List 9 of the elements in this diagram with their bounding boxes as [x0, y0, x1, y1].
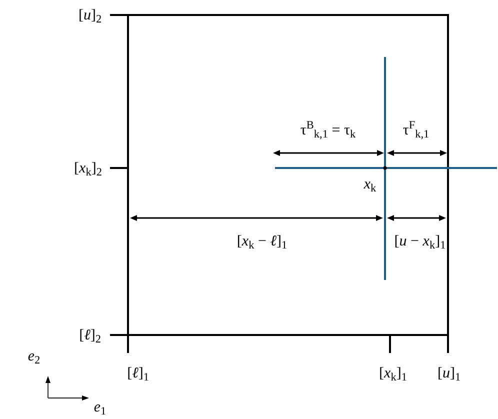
tick-label: [x$_{k}$]$_{1}$ [378, 366, 408, 382]
tick-label: [x$_{k}$]$_{2}$ [73, 162, 103, 176]
tick-label: [u]$_{1}$ [436, 366, 462, 382]
dimension-label: [u − x$_{k}$]$_{1}$ [393, 234, 447, 250]
tick-label: [ℓ]$_{2}$ [78, 328, 102, 344]
tick-label: [ℓ]$_{1}$ [126, 366, 150, 382]
dimension-label: [x$_{k}$ − ℓ]$_{1}$ [236, 234, 288, 250]
tick-label: [u]$_{2}$ [77, 8, 103, 24]
dimension-label: τ$^{B}$$_{k,1}$ = τ$_{k}$ [299, 124, 357, 138]
